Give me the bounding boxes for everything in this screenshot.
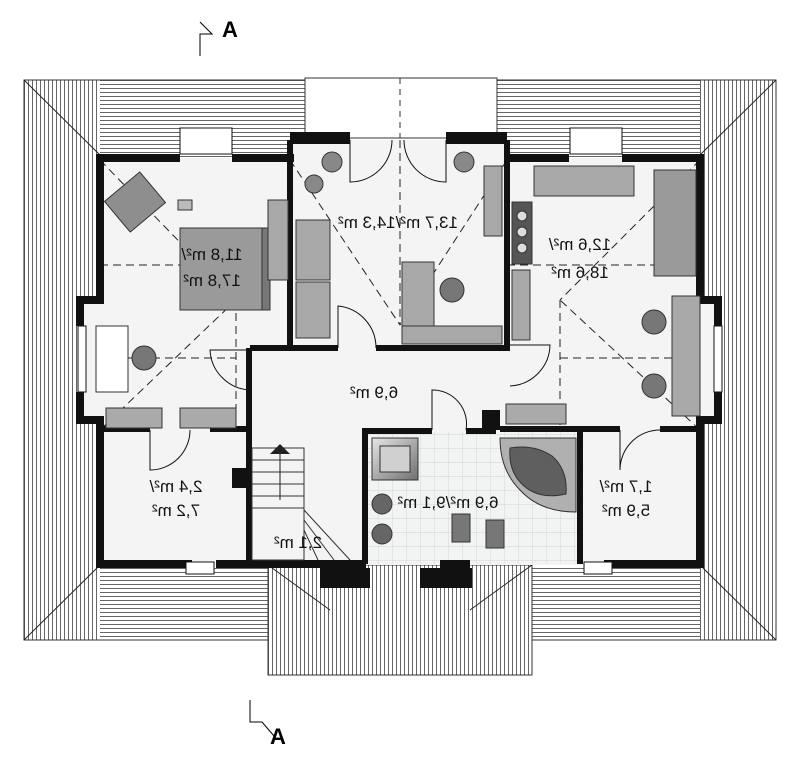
bedroom-left-area-line2: 17,8 m²: [183, 271, 241, 290]
bedroom-left-area-line1: 11,8 m²/: [181, 245, 242, 264]
section-letter-top: A: [222, 17, 238, 42]
stair-area: 2,1 m²: [274, 533, 323, 552]
walls: [76, 132, 722, 588]
room-labels: 11,8 m²/ 17,8 m² 13,7 m²/14,3 m² 12,6 m²…: [149, 213, 652, 552]
bedroom-right-area-line1: 12,6 m²/: [549, 235, 612, 254]
room-center-top-area: 13,7 m²/14,3 m²: [338, 213, 458, 232]
hall-area: 6,9 m²: [350, 383, 399, 402]
bedroom-right-area-line2: 18,6 m²: [551, 263, 609, 282]
storage-right-area-line1: 1,7 m²/: [599, 477, 652, 496]
section-mark-top: A: [199, 17, 238, 56]
section-letter-bottom: A: [270, 724, 286, 749]
doors: [149, 139, 661, 471]
bathroom-area: 6,9 m²/9,1 m²: [397, 493, 498, 512]
furniture: [95, 151, 701, 561]
storage-right-area-line2: 5,9 m²: [602, 501, 651, 520]
storage-left-area-line1: 2,4 m²/: [149, 477, 202, 496]
windows: [77, 127, 723, 575]
storage-left-area-line2: 7,2 m²: [152, 501, 201, 520]
section-mark-bottom: A: [249, 700, 286, 749]
